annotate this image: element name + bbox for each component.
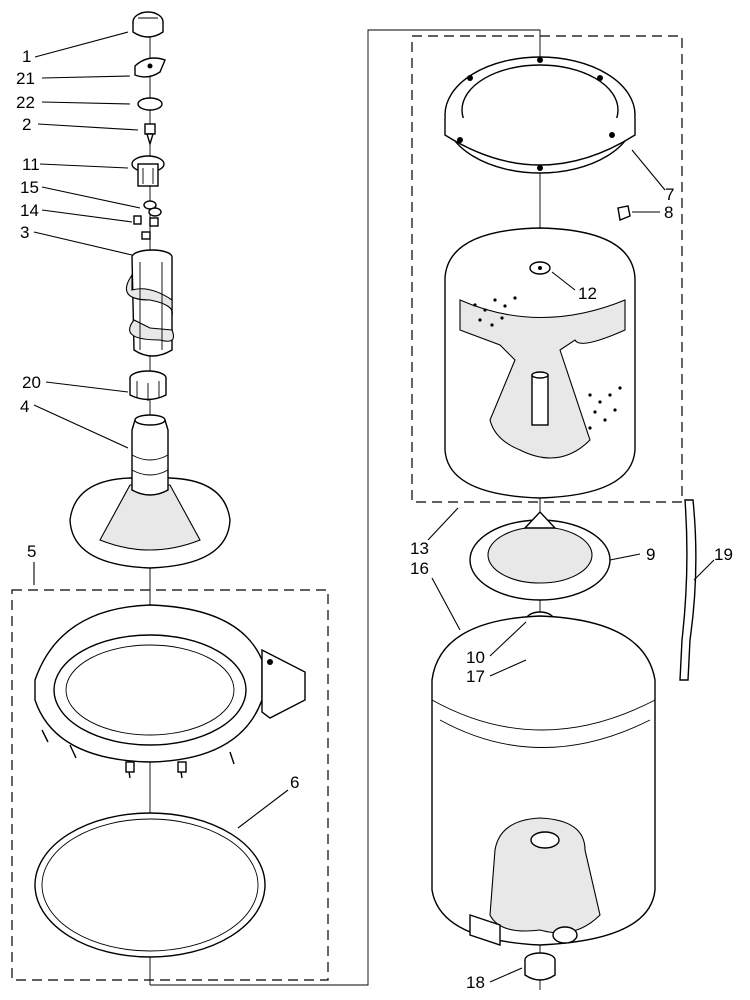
- callout-11: 11: [22, 155, 40, 174]
- group-box-5: [11, 589, 329, 981]
- basket-perforations: [473, 296, 622, 430]
- leader-lines: [33, 31, 715, 983]
- part-14-clip: [133, 215, 159, 240]
- part-1-agitator-cap: [132, 11, 164, 38]
- callout-5: 5: [27, 542, 36, 561]
- callout-15: 15: [20, 178, 39, 197]
- callout-9: 9: [646, 545, 655, 564]
- part-11-dog-assembly: [131, 155, 165, 187]
- callout-22: 22: [16, 93, 35, 112]
- part-6-seal: [34, 812, 266, 958]
- callout-6: 6: [290, 773, 299, 792]
- callout-8: 8: [664, 203, 673, 222]
- callout-17: 17: [466, 667, 485, 686]
- part-15-spring: [143, 200, 162, 217]
- part-16-outer-tub: [431, 615, 656, 946]
- callout-18: 18: [466, 973, 485, 992]
- callout-2: 2: [22, 115, 31, 134]
- part-9-hub: [469, 510, 611, 601]
- callout-labels: 1 21 22 2 11 15 14 3 20 4 5 6 7 8 12 13 …: [16, 47, 733, 992]
- part-19-hose: [679, 499, 697, 681]
- part-3-agitator-auger: [126, 249, 175, 357]
- part-18-plug: [524, 952, 556, 981]
- callout-3: 3: [20, 223, 29, 242]
- part-13-basket: [444, 227, 636, 499]
- part-22-ring: [137, 97, 163, 111]
- callout-20: 20: [22, 373, 41, 392]
- callout-21: 21: [16, 69, 35, 88]
- callout-16: 16: [410, 559, 429, 578]
- callout-10: 10: [466, 648, 485, 667]
- part-5-tub-ring: [34, 604, 306, 779]
- callout-12: 12: [578, 284, 597, 303]
- part-21-cam: [134, 57, 166, 78]
- part-4-agitator-base: [69, 414, 231, 569]
- callout-19: 19: [714, 545, 733, 564]
- part-2-bolt: [144, 123, 156, 147]
- callout-4: 4: [20, 397, 29, 416]
- part-20-coupling: [129, 370, 167, 401]
- callout-1: 1: [22, 47, 31, 66]
- callout-7: 7: [665, 185, 674, 204]
- group-box-13: [411, 35, 683, 503]
- part-8-screw: [617, 205, 631, 221]
- callout-13: 13: [410, 539, 429, 558]
- callout-14: 14: [20, 201, 39, 220]
- part-7-balance-ring: [444, 56, 636, 174]
